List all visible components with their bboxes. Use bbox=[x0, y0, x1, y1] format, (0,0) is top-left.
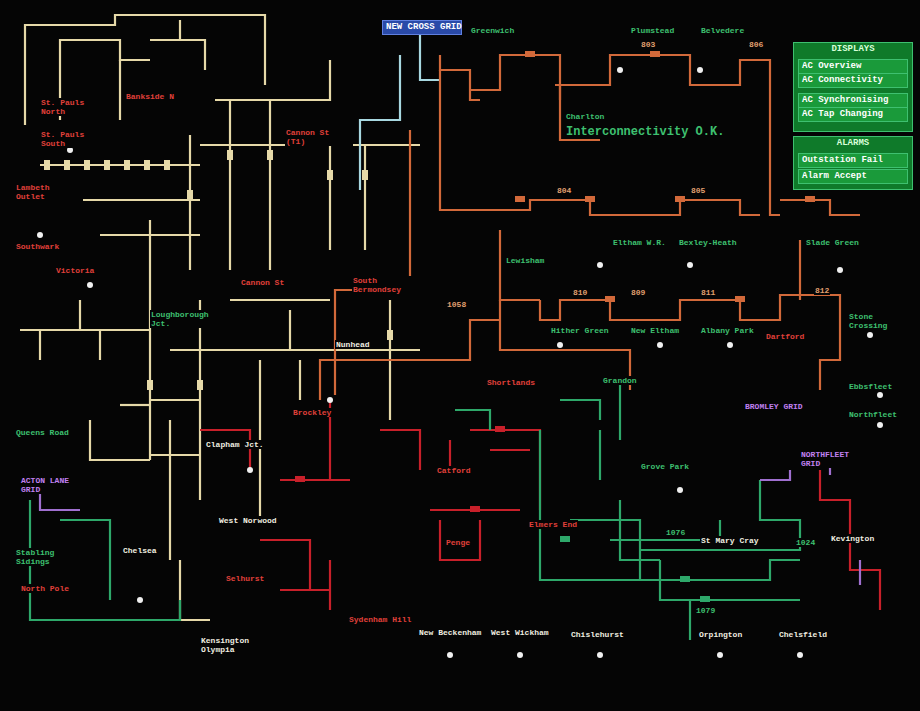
menu-button: Outstation Fail bbox=[798, 153, 908, 168]
circuit-number: 803 bbox=[640, 40, 656, 49]
menu-button: AC Connectivity bbox=[798, 73, 908, 88]
circuit-number: 1076 bbox=[665, 528, 686, 537]
station-name: Bankside N bbox=[125, 92, 175, 101]
circuit-number: 1079 bbox=[695, 606, 716, 615]
node-text: AC Tap Changing bbox=[802, 109, 904, 120]
node-text: AC Synchronising bbox=[802, 95, 904, 106]
station-name: St. Pauls North bbox=[40, 98, 108, 116]
station-name: Eltham W.R. bbox=[612, 238, 667, 247]
circuit-number: 810 bbox=[572, 288, 588, 297]
station-name: Queens Road bbox=[15, 428, 70, 437]
station-name: Elmers End bbox=[528, 520, 578, 529]
station-name: Shortlands bbox=[486, 378, 536, 387]
station-name: Greenwich bbox=[470, 26, 515, 35]
station-name: Slade Green bbox=[805, 238, 860, 247]
station-name: Kensington Olympia bbox=[200, 636, 268, 654]
circuit-number: 1024 bbox=[795, 538, 816, 547]
station-name: St. Pauls South bbox=[40, 130, 108, 148]
station-name: ACTON LANE GRID bbox=[20, 476, 88, 494]
station-name: North Pole bbox=[20, 584, 70, 593]
station-name: BROMLEY GRID bbox=[744, 402, 804, 411]
station-name: Sydenham Hill bbox=[348, 615, 412, 624]
station-name: Interconnectivity O.K. bbox=[565, 125, 725, 139]
station-name: Southwark bbox=[15, 242, 60, 251]
station-name: Cannon St bbox=[240, 278, 285, 287]
circuit-number: 811 bbox=[700, 288, 716, 297]
station-name: Chislehurst bbox=[570, 630, 625, 639]
station-name: Stabling Sidings bbox=[15, 548, 83, 566]
station-name: Bexley-Heath bbox=[678, 238, 738, 247]
node-text: Outstation Fail bbox=[802, 155, 904, 166]
grid-label-box: NEW CROSS GRID bbox=[382, 20, 462, 35]
station-name: Penge bbox=[445, 538, 471, 547]
circuit-number: 805 bbox=[690, 186, 706, 195]
circuit-number: 806 bbox=[748, 40, 764, 49]
station-name: West Wickham bbox=[490, 628, 550, 637]
station-name: Albany Park bbox=[700, 326, 755, 335]
station-name: Dartford bbox=[765, 332, 805, 341]
station-name: Chelsfield bbox=[778, 630, 828, 639]
station-name: Ebbsfleet bbox=[848, 382, 893, 391]
node-text: NEW CROSS GRID bbox=[386, 22, 458, 33]
station-name: Chelsea bbox=[122, 546, 158, 555]
node-text: ALARMS bbox=[797, 138, 909, 149]
station-name: Grove Park bbox=[640, 462, 690, 471]
menu-button: Alarm Accept bbox=[798, 169, 908, 184]
node-text: Alarm Accept bbox=[802, 171, 904, 182]
station-name: Loughborough Jct. bbox=[150, 310, 218, 328]
station-name: Victoria bbox=[55, 266, 95, 275]
station-name: Selhurst bbox=[225, 574, 265, 583]
circuit-number: 1058 bbox=[446, 300, 467, 309]
circuit-number: 809 bbox=[630, 288, 646, 297]
display-panel: DISPLAYS AC Overview AC Connectivity AC Syn… bbox=[793, 42, 913, 132]
node-text: AC Overview bbox=[802, 61, 904, 72]
station-name: Brockley bbox=[292, 408, 332, 417]
station-name: Clapham Jct. bbox=[205, 440, 265, 449]
alarm-panel: ALARMS Outstation FailAlarm Accept bbox=[793, 136, 913, 190]
station-name: Hither Green bbox=[550, 326, 610, 335]
station-name: Stone Crossing bbox=[848, 312, 916, 330]
station-name: Grandon bbox=[602, 376, 638, 385]
station-name: New Eltham bbox=[630, 326, 680, 335]
node-text: AC Connectivity bbox=[802, 75, 904, 86]
station-name: Orpington bbox=[698, 630, 743, 639]
station-name: Cannon St (T1) bbox=[285, 128, 353, 146]
station-name: Belvedere bbox=[700, 26, 745, 35]
station-name: Charlton bbox=[565, 112, 605, 121]
station-name: Lewisham bbox=[505, 256, 545, 265]
menu-button: AC Overview bbox=[798, 59, 908, 74]
station-name: South Bermondsey bbox=[352, 276, 420, 294]
station-name: Plumstead bbox=[630, 26, 675, 35]
station-name: Catford bbox=[436, 466, 472, 475]
station-name: St Mary Cray bbox=[700, 536, 760, 545]
station-name: Lambeth Outlet bbox=[15, 183, 83, 201]
menu-button: AC Tap Changing bbox=[798, 107, 908, 122]
node-text: DISPLAYS bbox=[797, 44, 909, 55]
circuit-number: 804 bbox=[556, 186, 572, 195]
station-name: Nunhead bbox=[335, 340, 371, 349]
menu-button: AC Synchronising bbox=[798, 93, 908, 108]
circuit-number: 812 bbox=[814, 286, 830, 295]
station-name: West Norwood bbox=[218, 516, 278, 525]
station-name: Northfleet bbox=[848, 410, 898, 419]
station-name: NORTHFLEET GRID bbox=[800, 450, 868, 468]
station-name: Kevington bbox=[830, 534, 875, 543]
station-name: New Beckenham bbox=[418, 628, 482, 637]
